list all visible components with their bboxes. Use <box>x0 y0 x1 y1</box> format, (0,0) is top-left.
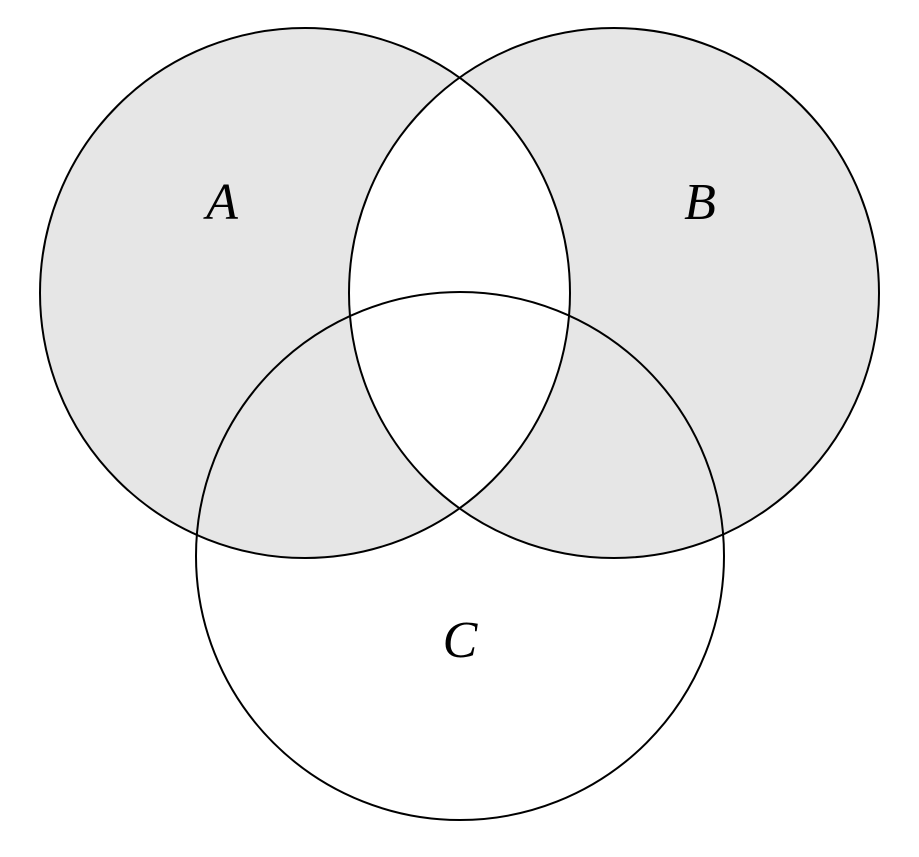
set-circle-a <box>39 27 571 559</box>
set-label-b: B <box>684 174 716 231</box>
set-label-c: C <box>443 612 479 669</box>
set-label-a: A <box>203 174 238 231</box>
set-circle-c <box>195 291 725 821</box>
shaded-region-a-xor-b <box>40 28 879 558</box>
set-circle-b <box>348 27 880 559</box>
